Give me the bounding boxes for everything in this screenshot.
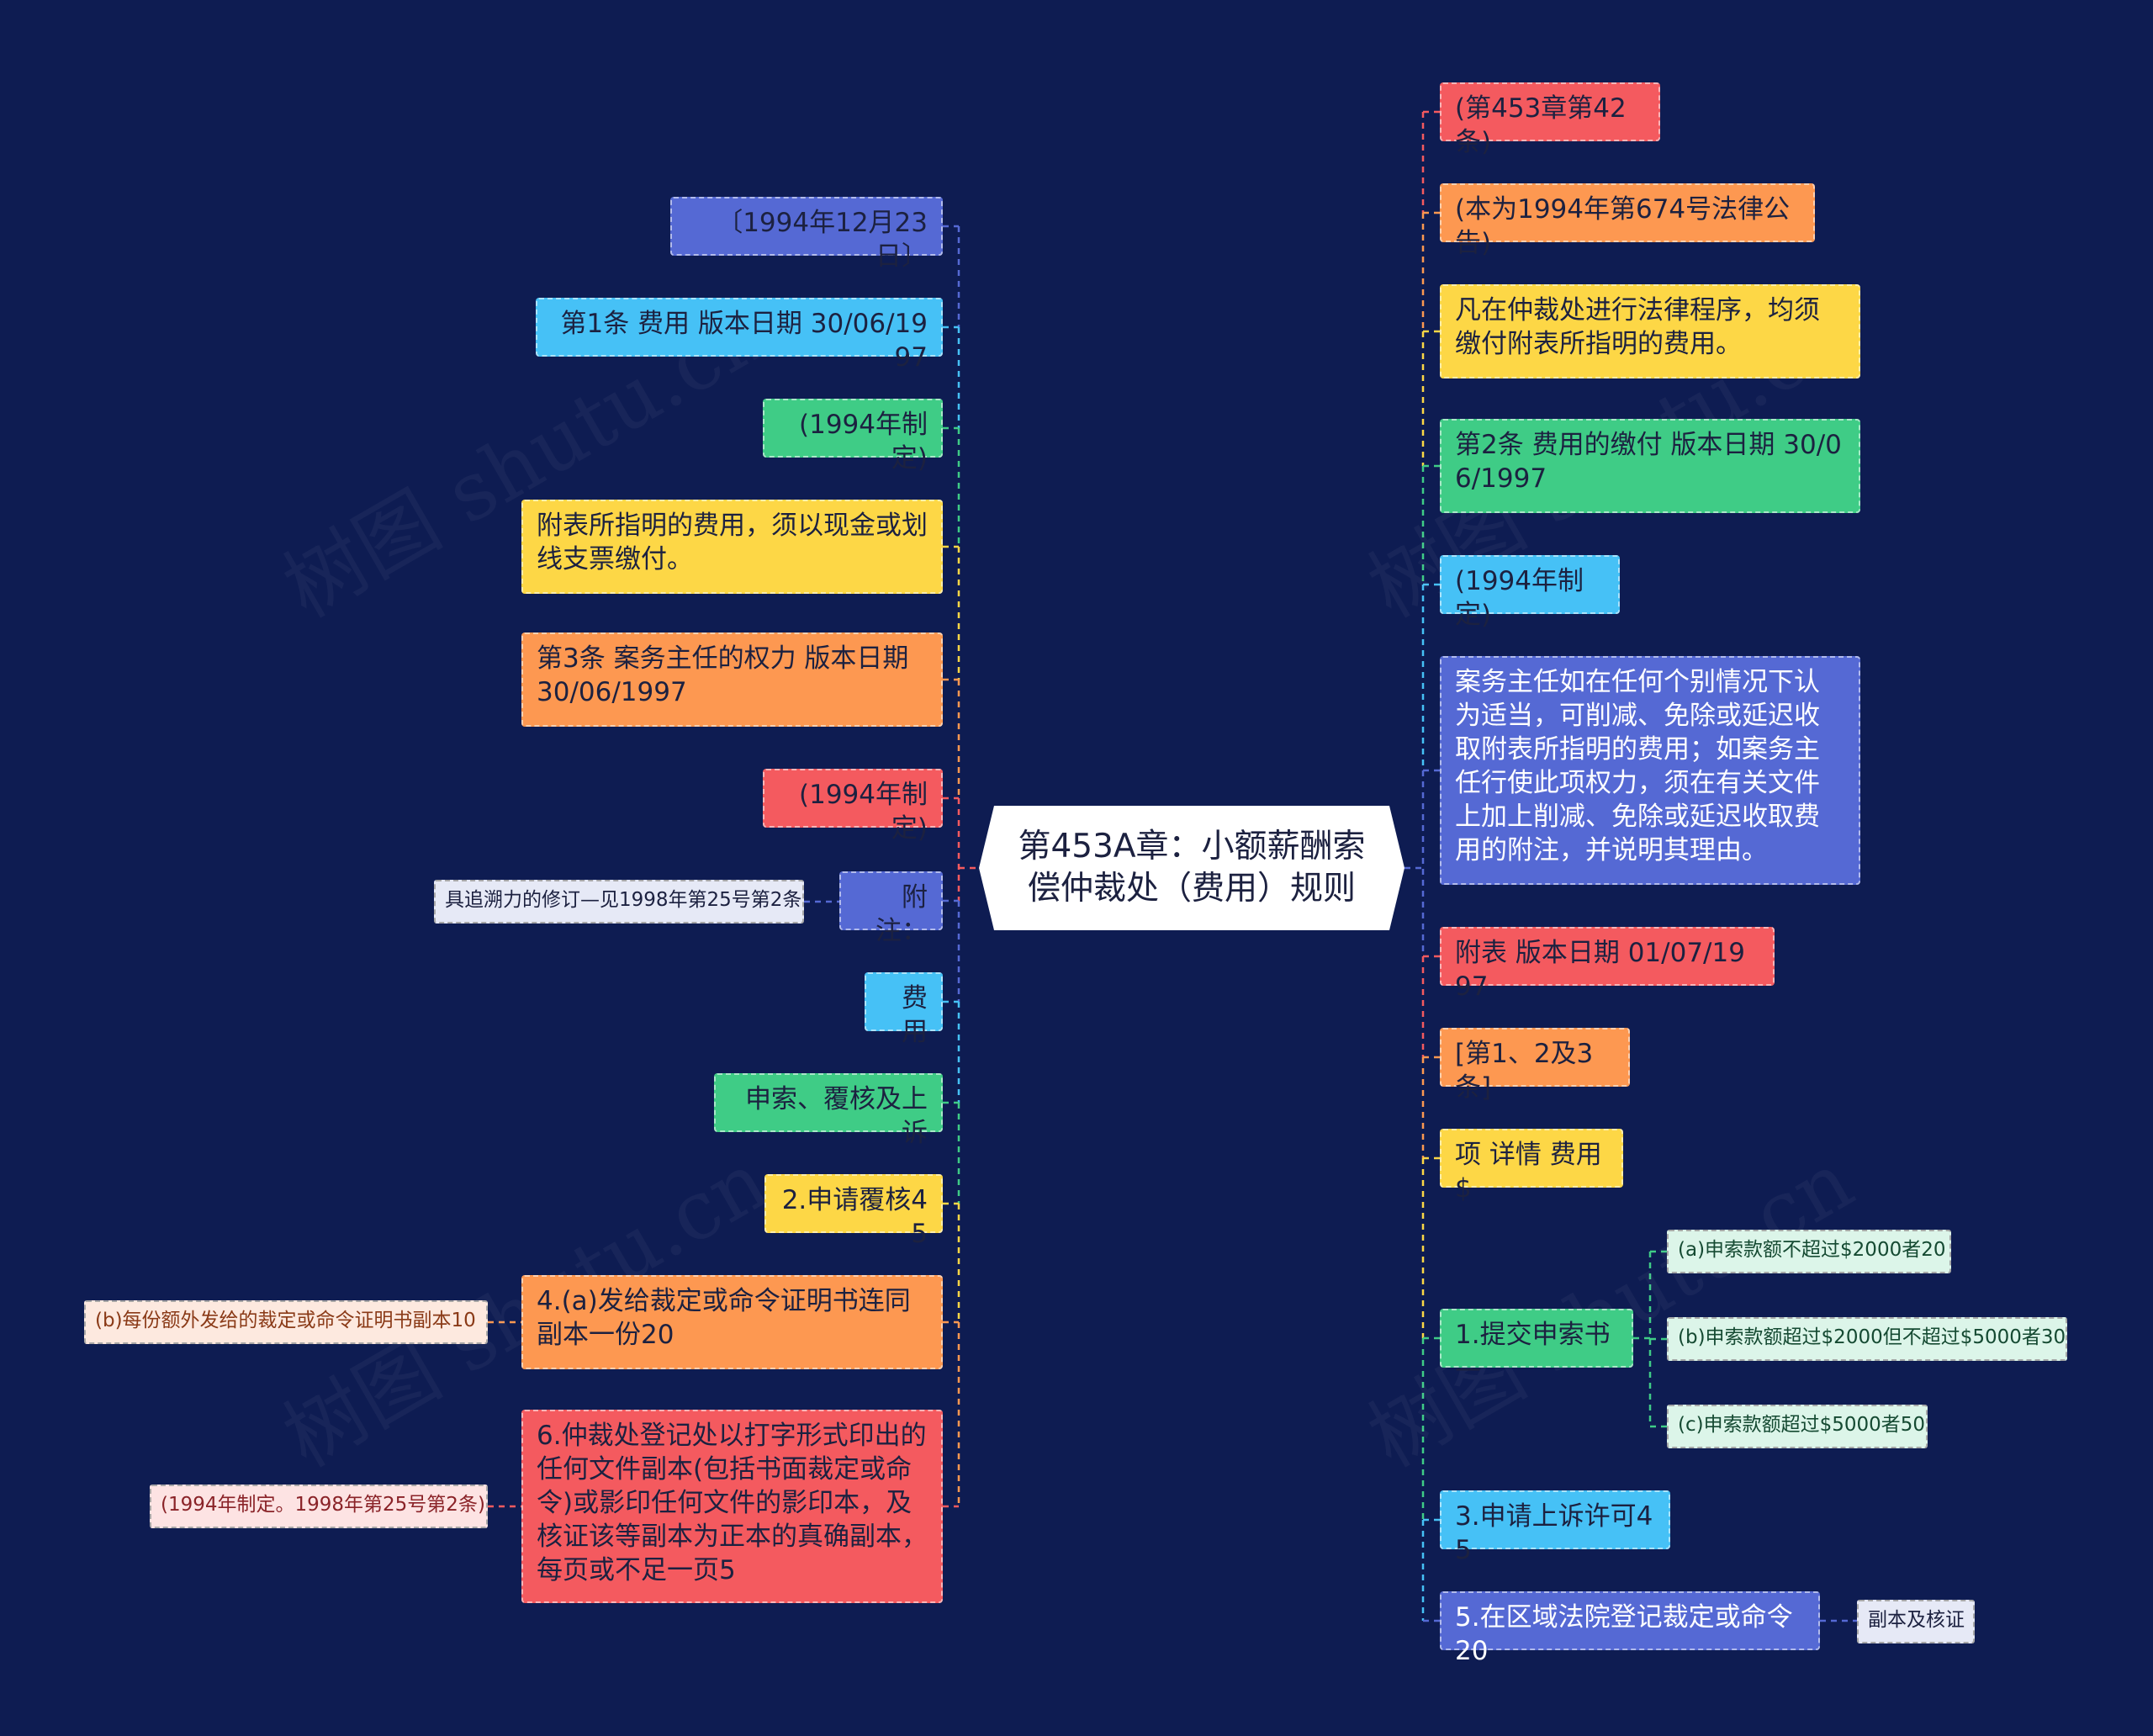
right-node-9-label: 项 详情 费用$ xyxy=(1455,1140,1602,1204)
right-node-10[interactable]: 1.提交申索书— xyxy=(1440,1309,1633,1384)
left-node-6[interactable]: (1994年制定) xyxy=(763,769,943,844)
left-node-12-child-label: (1994年制定。1998年第25号第2条) xyxy=(161,1494,485,1516)
left-node-9[interactable]: 申索、覆核及上诉 xyxy=(714,1073,943,1148)
root-title: 第453A章：小额薪酬索偿仲裁处（费用）规则 xyxy=(1018,828,1366,908)
right-node-12-child-label: 副本及核证 xyxy=(1868,1609,1965,1631)
right-node-8[interactable]: [第1、2及3条] xyxy=(1440,1028,1630,1103)
left-node-12[interactable]: 6.仲裁处登记处以打字形式印出的任何文件副本(包括书面裁定或命令)或影印任何文件… xyxy=(521,1410,943,1603)
left-node-10-label: 2.申请覆核45 xyxy=(781,1185,928,1249)
left-node-5[interactable]: 第3条 案务主任的权力 版本日期 30/06/1997 xyxy=(521,632,943,727)
left-node-11-label: 4.(a)发给裁定或命令证明书连同副本一份20 xyxy=(537,1286,911,1350)
left-node-7-child[interactable]: 具追溯力的修订—见1998年第25号第2条 xyxy=(434,880,804,924)
right-node-11[interactable]: 3.申请上诉许可45 xyxy=(1440,1490,1670,1565)
right-node-6-label: 案务主任如在任何个别情况下认为适当，可削减、免除或延迟收取附表所指明的费用；如案… xyxy=(1455,667,1820,865)
right-node-7-label: 附表 版本日期 01/07/1997 xyxy=(1455,938,1745,1002)
right-node-10-child-a-label: (a)申索款额不超过$2000者20 xyxy=(1678,1239,1946,1261)
right-node-3[interactable]: 凡在仲裁处进行法律程序，均须缴付附表所指明的费用。 xyxy=(1440,284,1860,378)
right-node-2[interactable]: (本为1994年第674号法律公告) xyxy=(1440,183,1815,258)
left-node-1-label: 〔1994年12月23日〕 xyxy=(717,208,928,272)
right-node-5[interactable]: (1994年制定) xyxy=(1440,555,1620,630)
left-node-7[interactable]: 附注： xyxy=(839,871,943,946)
right-node-12[interactable]: 5.在区域法院登记裁定或命令20 xyxy=(1440,1591,1820,1666)
left-node-11-child-label: (b)每份额外发给的裁定或命令证明书副本10 xyxy=(95,1310,476,1331)
right-node-5-label: (1994年制定) xyxy=(1455,566,1584,630)
right-node-11-label: 3.申请上诉许可45 xyxy=(1455,1501,1653,1565)
left-node-6-label: (1994年制定) xyxy=(799,780,928,844)
left-node-11-child[interactable]: (b)每份额外发给的裁定或命令证明书副本10 xyxy=(84,1300,488,1344)
right-node-3-label: 凡在仲裁处进行法律程序，均须缴付附表所指明的费用。 xyxy=(1455,295,1820,359)
left-node-3[interactable]: (1994年制定) xyxy=(763,399,943,474)
right-node-1-label: (第453章第42条) xyxy=(1455,93,1627,157)
right-node-6[interactable]: 案务主任如在任何个别情况下认为适当，可削减、免除或延迟收取附表所指明的费用；如案… xyxy=(1440,656,1860,885)
right-node-10-label: 1.提交申索书— xyxy=(1455,1320,1611,1384)
right-node-10-child-c-label: (c)申索款额超过$5000者50 xyxy=(1678,1414,1926,1436)
left-node-5-label: 第3条 案务主任的权力 版本日期 30/06/1997 xyxy=(537,643,909,707)
left-node-2[interactable]: 第1条 费用 版本日期 30/06/1997 xyxy=(536,298,943,373)
left-node-8-label: 费用 xyxy=(902,983,928,1047)
left-node-4[interactable]: 附表所指明的费用，须以现金或划线支票缴付。 xyxy=(521,500,943,594)
left-node-1[interactable]: 〔1994年12月23日〕 xyxy=(670,197,943,272)
right-node-12-label: 5.在区域法院登记裁定或命令20 xyxy=(1455,1602,1793,1666)
left-node-11[interactable]: 4.(a)发给裁定或命令证明书连同副本一份20 xyxy=(521,1275,943,1369)
right-node-10-child-a[interactable]: (a)申索款额不超过$2000者20 xyxy=(1667,1230,1951,1273)
right-node-2-label: (本为1994年第674号法律公告) xyxy=(1455,194,1791,258)
left-node-12-child[interactable]: (1994年制定。1998年第25号第2条) xyxy=(150,1485,488,1528)
left-node-10[interactable]: 2.申请覆核45 xyxy=(764,1174,943,1249)
left-node-8[interactable]: 费用 xyxy=(865,972,943,1047)
right-node-10-child-c[interactable]: (c)申索款额超过$5000者50 xyxy=(1667,1405,1928,1448)
left-node-4-label: 附表所指明的费用，须以现金或划线支票缴付。 xyxy=(537,511,928,574)
right-node-4-label: 第2条 费用的缴付 版本日期 30/06/1997 xyxy=(1455,430,1842,494)
left-node-3-label: (1994年制定) xyxy=(799,410,928,474)
right-node-12-child[interactable]: 副本及核证 xyxy=(1857,1600,1975,1643)
root-topic[interactable]: 第453A章：小额薪酬索偿仲裁处（费用）规则 xyxy=(979,806,1404,930)
right-node-4[interactable]: 第2条 费用的缴付 版本日期 30/06/1997 xyxy=(1440,419,1860,513)
left-node-9-label: 申索、覆核及上诉 xyxy=(745,1084,928,1148)
right-node-8-label: [第1、2及3条] xyxy=(1455,1039,1594,1103)
right-node-10-child-b[interactable]: (b)申索款额超过$2000但不超过$5000者30 xyxy=(1667,1317,2067,1361)
right-node-10-child-b-label: (b)申索款额超过$2000但不超过$5000者30 xyxy=(1678,1326,2066,1348)
left-node-7-child-label: 具追溯力的修订—见1998年第25号第2条 xyxy=(445,889,802,911)
left-node-2-label: 第1条 费用 版本日期 30/06/1997 xyxy=(560,309,928,373)
left-node-7-label: 附注： xyxy=(875,882,928,946)
right-node-9[interactable]: 项 详情 费用$ xyxy=(1440,1129,1623,1204)
right-node-1[interactable]: (第453章第42条) xyxy=(1440,82,1660,157)
right-node-7[interactable]: 附表 版本日期 01/07/1997 xyxy=(1440,927,1775,1002)
left-node-12-label: 6.仲裁处登记处以打字形式印出的任何文件副本(包括书面裁定或命令)或影印任何文件… xyxy=(537,1421,928,1585)
